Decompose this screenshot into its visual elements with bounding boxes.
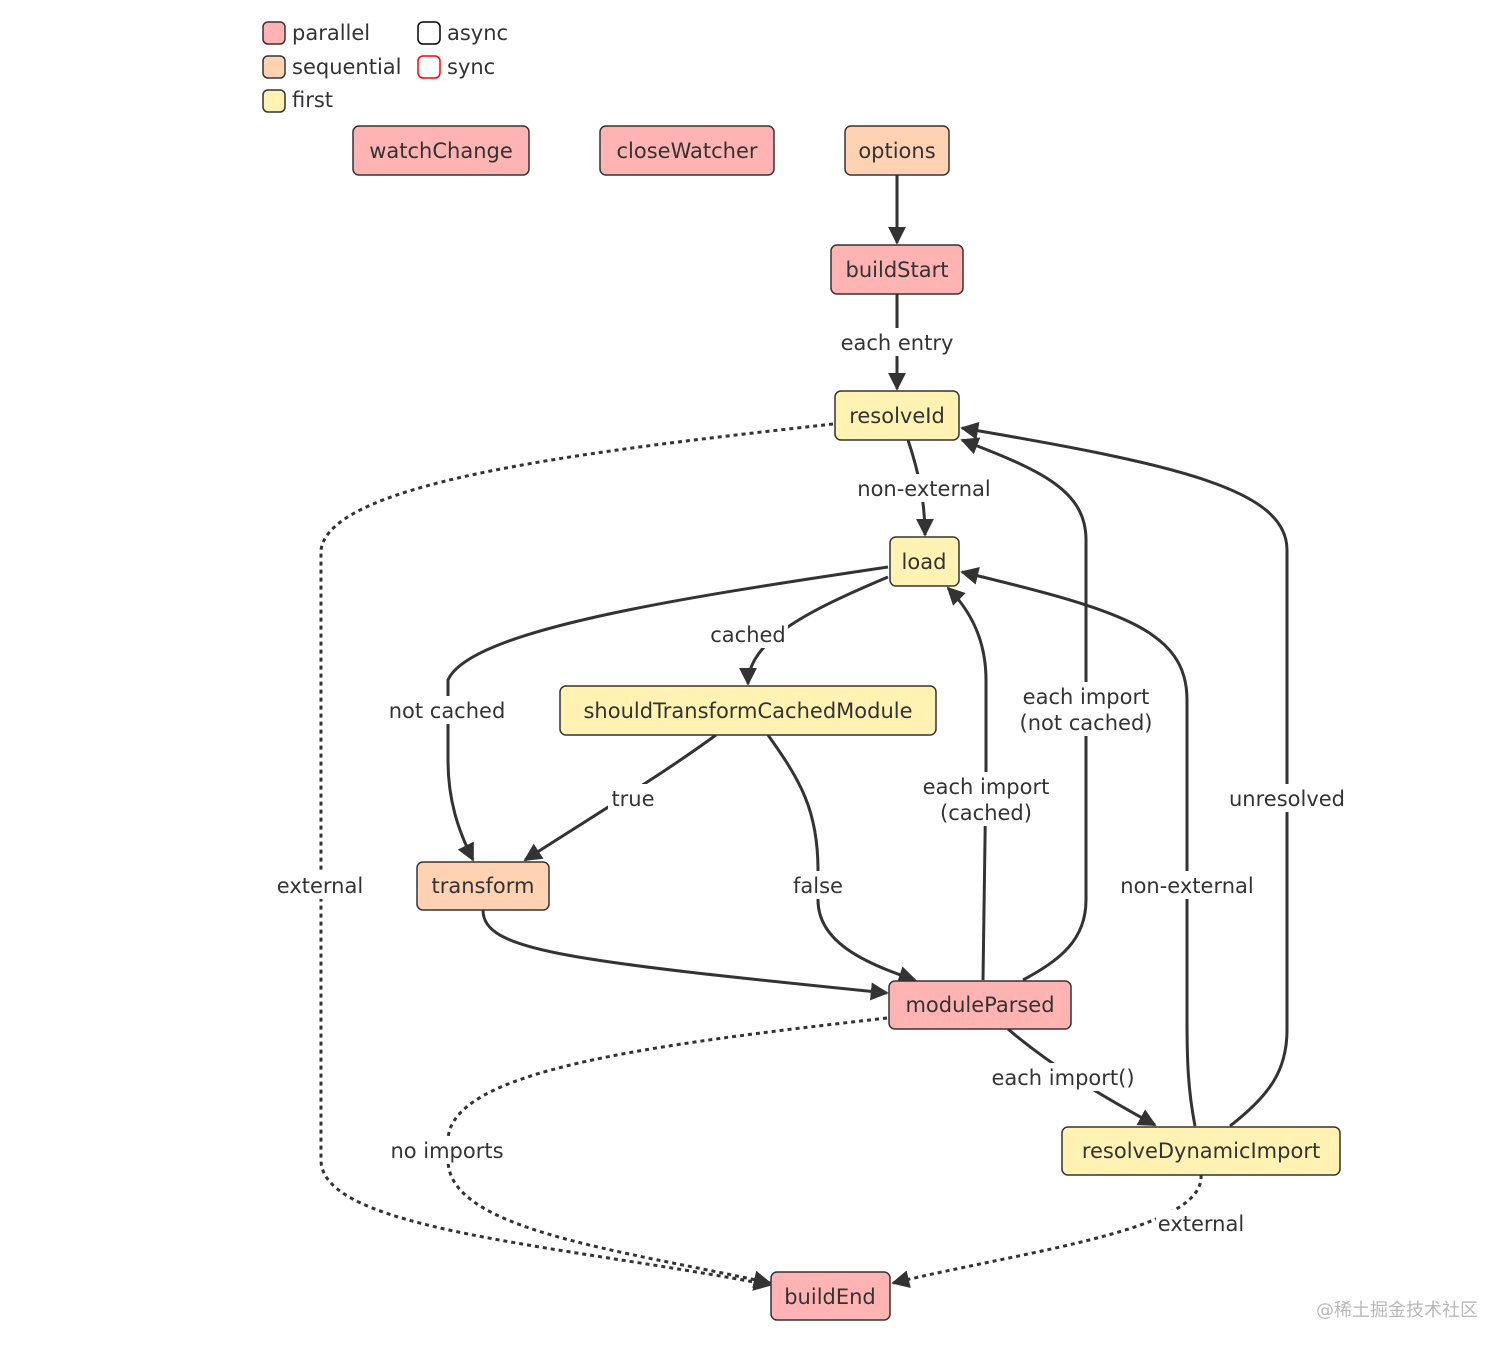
- node-label-options: options: [858, 139, 935, 163]
- edge-resolvedynamic-load: [960, 567, 1197, 1127]
- node-label-buildstart: buildStart: [846, 258, 949, 282]
- edges: [319, 175, 1289, 1291]
- edge-moduleparsed-load: [946, 586, 988, 981]
- edge-label-external-2: external: [1158, 1212, 1244, 1236]
- edge-label-each-import-not-cached-2: (not cached): [1020, 711, 1153, 735]
- node-label-transform: transform: [432, 874, 535, 898]
- node-label-closewatcher: closeWatcher: [616, 139, 757, 163]
- node-transform: transform: [416, 861, 550, 911]
- edge-resolvedynamic-resolveid: [960, 421, 1289, 1128]
- edge-label-each-import-cached-2: (cached): [940, 801, 1032, 825]
- legend-label-sync: sync: [447, 55, 495, 79]
- edge-label-true: true: [611, 787, 654, 811]
- node-closewatcher: closeWatcher: [599, 125, 775, 176]
- node-moduleparsed: moduleParsed: [888, 980, 1072, 1030]
- legend-swatch-sync: [417, 55, 441, 79]
- nodes: watchChange closeWatcher options buildSt…: [352, 125, 1341, 1321]
- legend: parallel sequential first async sync: [262, 21, 508, 113]
- node-load: load: [889, 536, 960, 587]
- edge-label-external-1: external: [277, 874, 363, 898]
- node-label-shouldtransformcachedmodule: shouldTransformCachedModule: [583, 699, 912, 723]
- edge-label-each-entry: each entry: [841, 331, 954, 355]
- node-watchchange: watchChange: [352, 125, 530, 176]
- edge-label-false: false: [793, 874, 843, 898]
- edge-label-unresolved: unresolved: [1229, 787, 1345, 811]
- node-label-resolveid: resolveId: [849, 404, 945, 428]
- node-buildend: buildEnd: [770, 1271, 891, 1321]
- legend-swatch-parallel: [262, 21, 286, 45]
- edge-label-each-import-cached-1: each import: [923, 775, 1050, 799]
- edge-label-each-import-not-cached-1: each import: [1023, 685, 1150, 709]
- edge-label-non-external-1: non-external: [857, 477, 990, 501]
- edge-load-should: [739, 575, 889, 686]
- node-options: options: [844, 125, 950, 176]
- edge-moduleparsed-buildend: [446, 1016, 888, 1289]
- edge-transform-moduleparsed: [481, 909, 889, 1001]
- node-resolveid: resolveId: [834, 390, 960, 441]
- legend-label-async: async: [447, 21, 508, 45]
- edge-label-cached: cached: [710, 623, 786, 647]
- node-shouldtransformcachedmodule: shouldTransformCachedModule: [559, 685, 937, 736]
- legend-label-parallel: parallel: [292, 21, 370, 45]
- node-label-watchchange: watchChange: [369, 139, 513, 163]
- legend-swatch-sequential: [262, 55, 286, 79]
- node-label-resolvedynamicimport: resolveDynamicImport: [1082, 1139, 1320, 1163]
- edge-labels: each entry non-external cached not cache…: [272, 328, 1348, 1238]
- edge-moduleparsed-resolveid: [960, 437, 1088, 982]
- edge-load-transform: [446, 565, 889, 862]
- watermark: @稀土掘金技术社区: [1316, 1300, 1478, 1321]
- node-label-moduleparsed: moduleParsed: [905, 993, 1054, 1017]
- edge-should-moduleparsed: [766, 734, 917, 984]
- legend-label-first: first: [292, 88, 333, 112]
- edge-label-not-cached: not cached: [389, 699, 506, 723]
- legend-swatch-first: [262, 89, 286, 113]
- legend-label-sequential: sequential: [292, 55, 402, 79]
- edge-label-each-import-dynamic: each import(): [991, 1066, 1134, 1090]
- node-buildstart: buildStart: [830, 244, 964, 295]
- node-label-load: load: [902, 550, 947, 574]
- edge-resolvedynamic-buildend: [891, 1174, 1203, 1288]
- node-resolvedynamicimport: resolveDynamicImport: [1061, 1126, 1341, 1176]
- legend-swatch-async: [417, 21, 441, 45]
- edge-label-no-imports: no imports: [390, 1139, 503, 1163]
- node-label-buildend: buildEnd: [784, 1285, 876, 1309]
- edge-label-non-external-2: non-external: [1120, 874, 1253, 898]
